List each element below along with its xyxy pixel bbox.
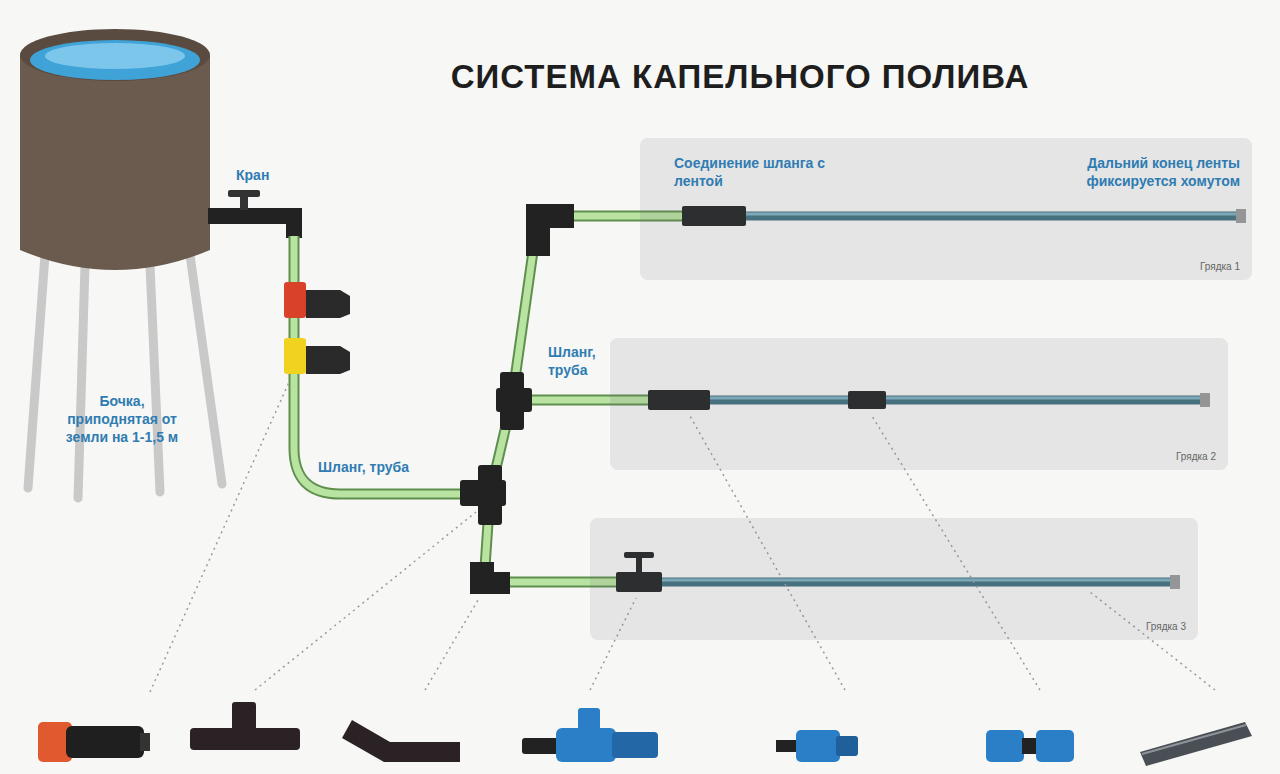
diagram-title: СИСТЕМА КАПЕЛЬНОГО ПОЛИВА (330, 58, 1150, 96)
garden-bed-panel: Грядка 2 (610, 338, 1228, 470)
bed-notes-row: Соединение шланга с лентой Дальний конец … (674, 154, 1240, 190)
barrel-legs (28, 255, 222, 498)
bed-name: Грядка 3 (1146, 621, 1186, 632)
barrel-body (20, 55, 210, 270)
bed-note: Дальний конец ленты фиксируется хомутом (1020, 154, 1240, 190)
garden-bed-panel: Грядка 3 (590, 518, 1198, 640)
tap (208, 190, 302, 238)
callout-label: Кран (236, 166, 316, 184)
filters (284, 282, 350, 374)
water-shine (45, 43, 185, 69)
callout-label: Шланг, труба (318, 458, 458, 476)
water (30, 40, 200, 80)
bed-name: Грядка 1 (1200, 261, 1240, 272)
barrel-rim (20, 29, 210, 81)
bed-note: Соединение шланга с лентой (674, 154, 844, 190)
garden-bed-panel: Соединение шланга с лентой Дальний конец … (640, 138, 1252, 280)
bed-name: Грядка 2 (1176, 451, 1216, 462)
callout-label: Шланг, труба (548, 343, 610, 379)
callout-label: Бочка, приподнятая от земли на 1-1,5 м (62, 392, 182, 447)
part-icons (38, 702, 1252, 766)
